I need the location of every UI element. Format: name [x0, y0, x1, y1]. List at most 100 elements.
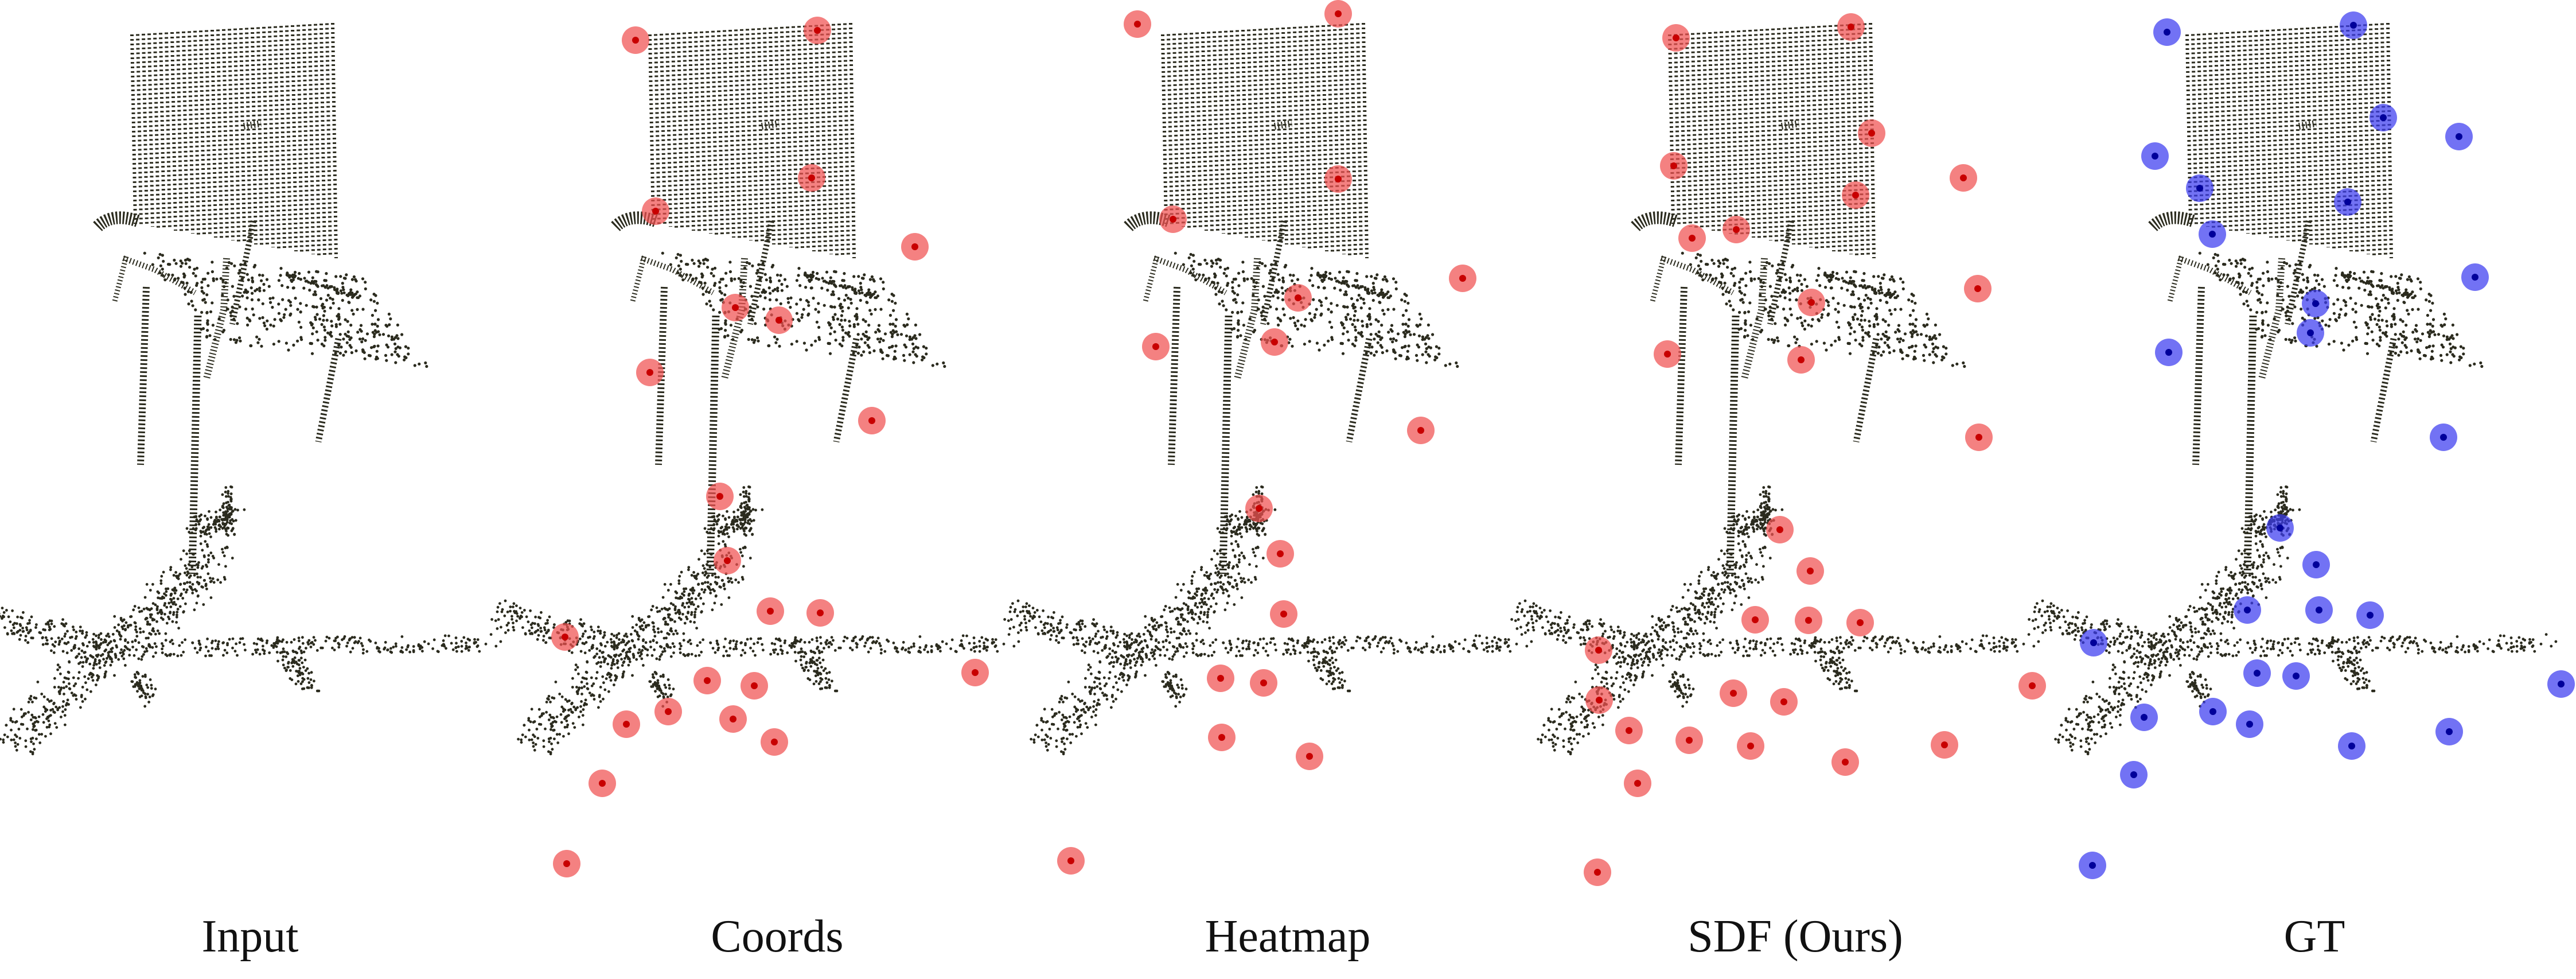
- keypoint-sdf-11: [1787, 346, 1815, 374]
- chair-point-cloud-coords: [615, 23, 946, 574]
- keypoint-gt-17: [2356, 601, 2384, 629]
- chair-point-cloud-input: [98, 23, 428, 574]
- keypoint-sdf-3: [1950, 164, 1977, 192]
- keypoint-heatmap-7: [1261, 328, 1288, 356]
- keypoint-sdf-26: [1831, 748, 1859, 776]
- keypoint-coords-12: [757, 597, 784, 625]
- keypoint-gt-15: [2305, 596, 2333, 624]
- keypoint-coords-18: [654, 698, 682, 725]
- caption-input: Input: [201, 911, 299, 962]
- keypoint-gt-12: [2430, 424, 2457, 451]
- keypoint-sdf-20: [1585, 686, 1613, 714]
- keypoint-gt-3: [2445, 123, 2473, 150]
- keypoint-gt-0: [2153, 18, 2181, 46]
- caption-heatmap: Heatmap: [1205, 911, 1371, 962]
- keypoint-heatmap-5: [1284, 284, 1312, 312]
- keypoint-heatmap-2: [1324, 165, 1352, 193]
- keypoint-coords-0: [622, 26, 649, 54]
- keypoint-gt-22: [2130, 704, 2158, 731]
- keypoint-coords-19: [719, 705, 747, 733]
- airplane-point-cloud-coords: [490, 485, 1020, 756]
- keypoint-gt-4: [2141, 142, 2169, 170]
- keypoint-heatmap-4: [1449, 265, 1476, 292]
- keypoint-coords-20: [761, 728, 788, 756]
- keypoint-gt-8: [2461, 263, 2489, 291]
- keypoint-sdf-27: [1931, 731, 1958, 759]
- keypoint-sdf-14: [1796, 557, 1824, 585]
- keypoint-heatmap-6: [1142, 333, 1170, 360]
- keypoint-sdf-9: [1964, 275, 1992, 302]
- keypoint-sdf-21: [1720, 679, 1747, 707]
- keypoint-coords-1: [804, 17, 831, 44]
- keypoint-gt-9: [2302, 290, 2329, 317]
- keypoint-gt-27: [2120, 761, 2148, 788]
- keypoint-heatmap-3: [1159, 205, 1187, 233]
- keypoint-sdf-2: [1858, 119, 1885, 147]
- keypoint-sdf-1: [1837, 13, 1865, 41]
- keypoint-gt-10: [2297, 319, 2324, 347]
- keypoint-heatmap-12: [1207, 665, 1234, 692]
- keypoint-heatmap-15: [1296, 743, 1323, 770]
- keypoint-sdf-6: [1678, 224, 1706, 252]
- keypoint-coords-21: [589, 770, 616, 797]
- keypoint-sdf-10: [1654, 340, 1681, 368]
- keypoint-coords-22: [553, 850, 580, 877]
- keypoint-coords-4: [901, 233, 929, 261]
- caption-gt: GT: [2283, 911, 2345, 962]
- keypoint-gt-21: [2547, 670, 2575, 698]
- keypoint-sdf-16: [1795, 607, 1822, 634]
- keypoint-coords-3: [642, 197, 669, 225]
- keypoint-sdf-17: [1846, 609, 1874, 636]
- airplane-point-cloud-input: [0, 485, 502, 756]
- keypoint-coords-2: [798, 164, 825, 192]
- keypoint-sdf-4: [1842, 181, 1869, 209]
- keypoint-sdf-25: [1737, 732, 1764, 760]
- keypoint-heatmap-1: [1324, 0, 1352, 28]
- caption-sdf: SDF (Ours): [1688, 911, 1903, 962]
- keypoint-sdf-8: [1798, 289, 1825, 316]
- keypoint-sdf-0: [1662, 24, 1690, 52]
- keypoint-coords-7: [636, 359, 664, 386]
- keypoint-coords-17: [613, 710, 640, 738]
- keypoint-gt-24: [2236, 710, 2263, 738]
- keypoint-sdf-22: [1770, 688, 1798, 716]
- keypoint-sdf-12: [1965, 424, 1993, 451]
- keypoint-sdf-15: [1741, 606, 1769, 634]
- keypoint-heatmap-10: [1266, 540, 1294, 568]
- keypoint-gt-26: [2435, 718, 2463, 745]
- keypoint-gt-5: [2186, 174, 2213, 202]
- keypoint-coords-9: [706, 483, 734, 510]
- keypoint-sdf-13: [1766, 516, 1794, 543]
- keypoint-coords-14: [693, 667, 721, 694]
- keypoint-gt-23: [2199, 698, 2227, 725]
- keypoint-gt-6: [2334, 188, 2361, 216]
- keypoint-sdf-29: [1584, 858, 1611, 886]
- keypoint-sdf-28: [1624, 770, 1651, 797]
- keypoint-sdf-19: [2018, 672, 2046, 700]
- keypoint-coords-8: [858, 407, 886, 434]
- keypoint-gt-13: [2266, 514, 2294, 542]
- keypoint-coords-11: [714, 547, 741, 574]
- keypoint-heatmap-9: [1245, 495, 1273, 522]
- keypoint-gt-7: [2199, 220, 2226, 248]
- keypoint-heatmap-11: [1270, 600, 1297, 628]
- keypoint-coords-10: [551, 623, 579, 651]
- keypoint-gt-25: [2338, 732, 2365, 760]
- keypoint-gt-28: [2079, 852, 2106, 879]
- keypoint-heatmap-14: [1208, 724, 1236, 751]
- keypoint-gt-1: [2340, 11, 2367, 39]
- keypoint-sdf-5: [1660, 152, 1688, 180]
- keypoint-gt-19: [2243, 659, 2271, 687]
- keypoint-coords-6: [765, 306, 793, 334]
- keypoint-coords-16: [961, 659, 989, 686]
- keypoint-heatmap-8: [1407, 417, 1435, 444]
- keypoint-sdf-7: [1722, 216, 1750, 243]
- keypoint-heatmap-0: [1124, 10, 1151, 38]
- keypoint-gt-18: [2080, 629, 2107, 656]
- keypoint-sdf-18: [1585, 636, 1612, 664]
- keypoint-gt-14: [2302, 551, 2330, 578]
- keypoint-gt-11: [2155, 339, 2183, 366]
- keypoint-coords-13: [806, 599, 834, 627]
- caption-coords: Coords: [711, 911, 844, 962]
